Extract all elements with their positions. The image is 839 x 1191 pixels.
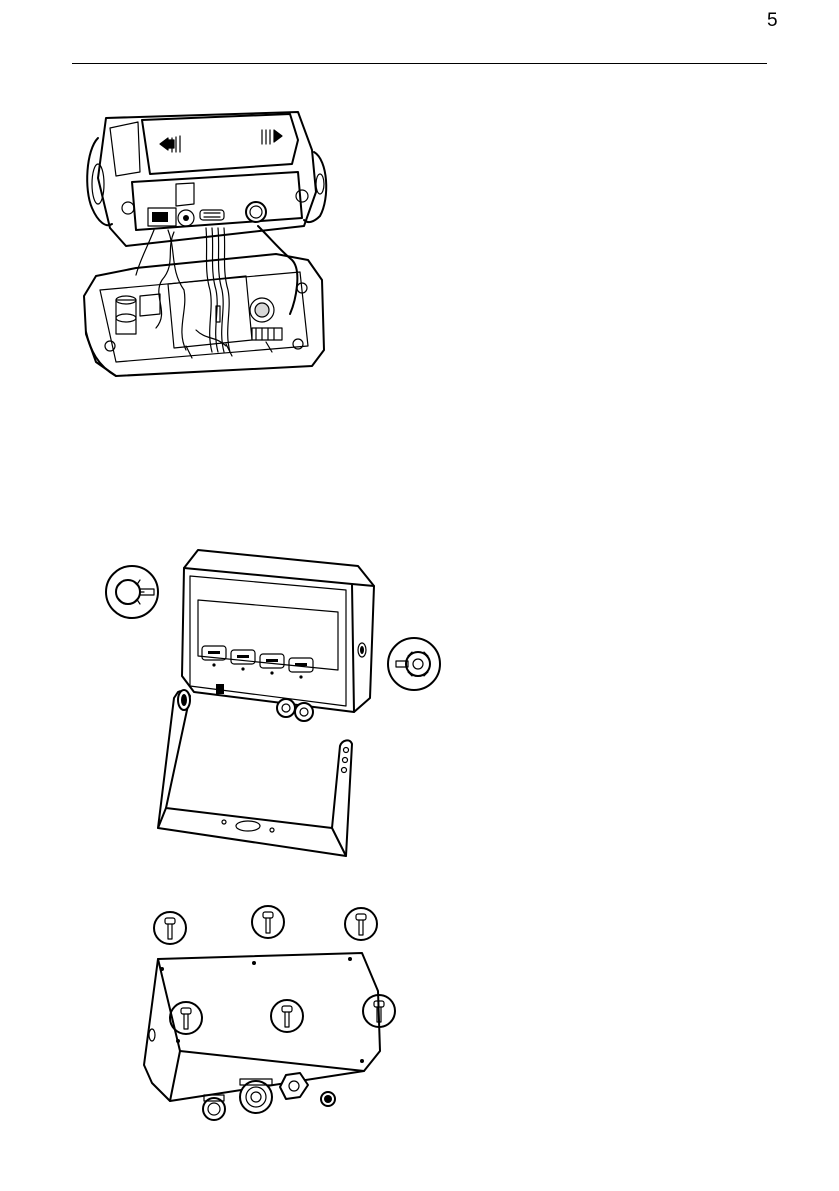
- mounting-bracket: [158, 690, 352, 856]
- cable-glands: [203, 1073, 335, 1120]
- figure-indicator-back-cover-screws: [130, 895, 410, 1130]
- page-number: 5: [767, 10, 827, 32]
- indicator-bracket-drawing: [100, 540, 450, 860]
- back-cover-drawing: [130, 895, 410, 1130]
- screw-callout-top-center: [252, 906, 284, 938]
- figure-indicator-open-housing: [76, 100, 336, 380]
- screw-callout-top-right: [345, 908, 377, 940]
- header-rule: [72, 63, 767, 64]
- screw-callout-mid-center: [271, 1000, 303, 1032]
- figure-indicator-bracket-mount: [100, 540, 450, 860]
- indicator-open-housing-drawing: [76, 100, 336, 380]
- screw-callout-top-left: [154, 912, 186, 944]
- screw-callout-mid-left: [170, 1002, 202, 1034]
